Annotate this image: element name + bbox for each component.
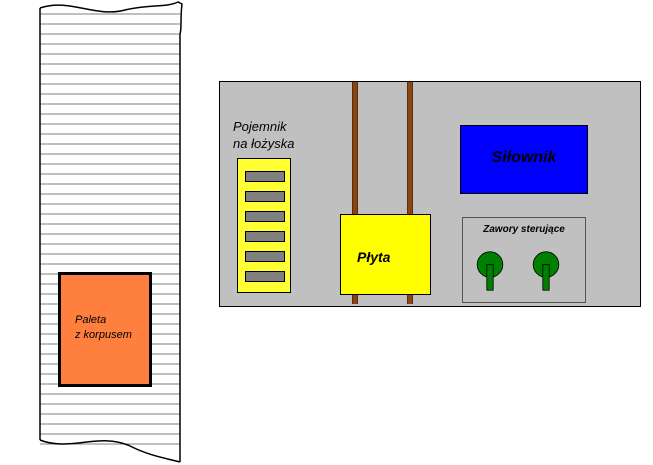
conveyor-top-tear	[39, 1, 183, 35]
bearing-container	[237, 158, 291, 293]
actuator: Siłownik	[460, 125, 588, 194]
bearing-slot	[245, 231, 285, 242]
conveyor-bottom-tear	[39, 439, 181, 463]
bearing-slot	[245, 191, 285, 202]
bearing-slot	[245, 251, 285, 262]
valve-knob-icon	[532, 251, 560, 291]
guide-rail-right	[407, 82, 413, 304]
bearing-slot	[245, 171, 285, 182]
pallet-label-line1: Paleta	[75, 314, 107, 326]
bearing-container-label: Pojemnik na łożyska	[233, 118, 343, 152]
bearing-slot	[245, 211, 285, 222]
bearing-slot	[245, 271, 285, 282]
pallet-with-body: Paleta z korpusem	[58, 272, 152, 387]
valve-knob-icon	[476, 251, 504, 291]
pallet-label-line2: z korpusem	[75, 329, 132, 341]
control-valves-box: Zawory sterujące	[462, 217, 586, 303]
control-valves-label: Zawory sterujące	[483, 224, 565, 235]
guide-rail-left	[352, 82, 358, 304]
bearing-container-label-line2: na łożyska	[233, 136, 295, 151]
plate: Płyta	[340, 214, 431, 295]
pallet-label: Paleta z korpusem	[75, 313, 155, 343]
plate-label: Płyta	[357, 249, 391, 265]
actuator-label: Siłownik	[491, 149, 557, 166]
conveyor-slats	[40, 13, 180, 445]
bearing-container-label-line1: Pojemnik	[233, 119, 287, 134]
